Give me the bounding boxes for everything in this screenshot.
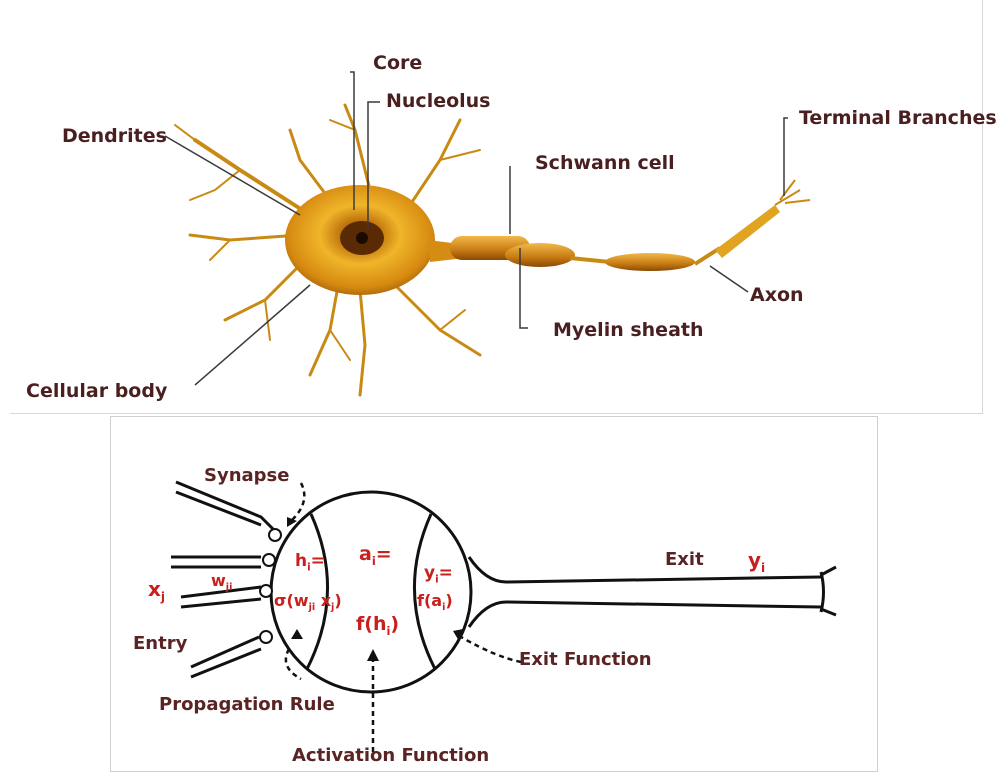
label-myelin-sheath: Myelin sheath: [553, 319, 704, 341]
myelin-segment-2: [505, 243, 575, 267]
artificial-neuron-panel: Synapse Entry Propagation Rule Activatio…: [110, 416, 878, 772]
math-input-x: xj: [148, 577, 165, 604]
myelin-segment-3: [605, 253, 695, 271]
label-schwann-cell: Schwann cell: [535, 152, 675, 174]
label-propagation-rule: Propagation Rule: [159, 694, 335, 715]
label-dendrites: Dendrites: [62, 125, 167, 147]
math-f-of-a: f(ai): [417, 591, 453, 613]
arrow-heads: [287, 517, 463, 661]
label-activation-function: Activation Function: [292, 745, 489, 766]
label-exit-function: Exit Function: [519, 649, 652, 670]
label-cellular-body: Cellular body: [26, 380, 167, 402]
math-sigma-expression: σ(wji xj): [274, 591, 342, 613]
label-axon: Axon: [750, 284, 804, 306]
label-core: Core: [373, 52, 422, 74]
math-f-of-h: f(hi): [356, 613, 399, 638]
math-a-equals: ai=: [359, 543, 392, 568]
math-y-equals: yi=: [424, 563, 453, 585]
math-weight-w: wji: [211, 571, 232, 593]
biological-neuron-illustration: [10, 0, 982, 413]
axon-shape: [428, 180, 810, 271]
math-output-y: yi: [748, 548, 765, 575]
axon-output: [469, 557, 836, 627]
label-entry: Entry: [133, 633, 187, 654]
biological-neuron-panel: Core Nucleolus Dendrites Terminal Branch…: [10, 0, 983, 414]
nucleolus-dot: [356, 232, 368, 244]
label-exit: Exit: [665, 549, 704, 570]
label-synapse: Synapse: [204, 465, 289, 486]
label-terminal-branches: Terminal Branches: [799, 107, 997, 129]
label-nucleolus: Nucleolus: [386, 90, 491, 112]
math-h-equals: hi=: [295, 551, 325, 573]
